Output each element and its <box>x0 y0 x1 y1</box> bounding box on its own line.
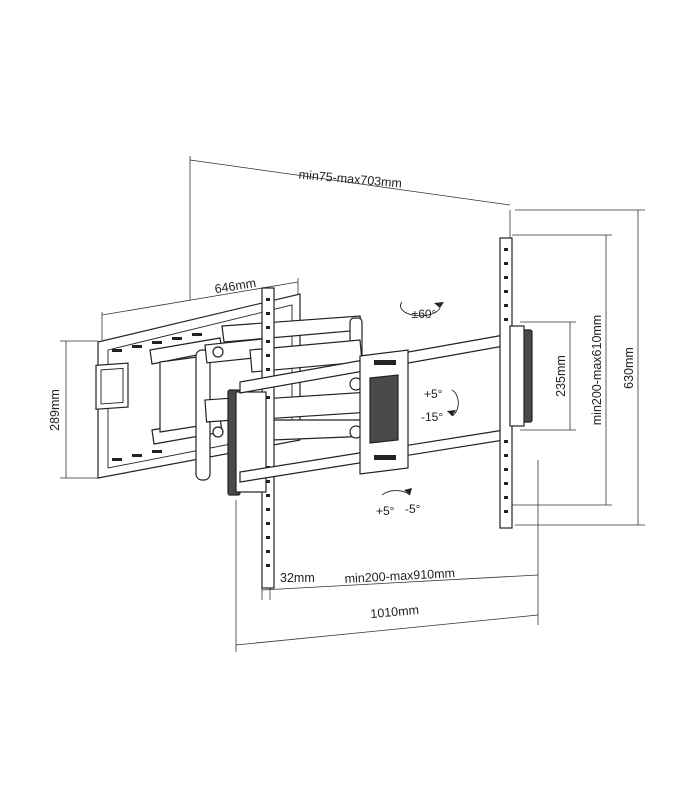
label-vesa-horizontal: min200-max910mm <box>344 566 455 586</box>
swivel-arrow-icon <box>400 301 441 317</box>
label-level-plus: +5° <box>376 504 395 518</box>
label-tilt-up: +5° <box>424 387 443 401</box>
label-wall-plate-height: 289mm <box>48 389 62 431</box>
label-overall-width: 1010mm <box>370 603 420 621</box>
label-vesa-vertical: min200-max610mm <box>590 315 604 425</box>
label-vesa-vertical-inner: 235mm <box>554 355 568 397</box>
label-overall-height: 630mm <box>622 347 636 389</box>
label-bracket-spacing: 32mm <box>280 571 315 585</box>
center-pivot-plate <box>359 349 409 475</box>
level-arrow-icon <box>381 490 411 496</box>
label-extension: min75-max703mm <box>298 168 402 191</box>
right-tv-bracket <box>499 237 533 529</box>
tilt-arrow-icon <box>451 389 459 417</box>
label-tilt-down: -15° <box>421 410 443 424</box>
dimension-lines <box>60 156 645 652</box>
label-swivel: ±60° <box>412 307 437 321</box>
label-level-minus: -5° <box>405 502 421 516</box>
wall-plate-slots <box>112 333 202 461</box>
right-bracket-holes <box>504 248 508 513</box>
label-wall-plate-width: 646mm <box>214 276 257 296</box>
rotation-arrows <box>381 301 459 496</box>
articulating-arms <box>149 315 373 481</box>
